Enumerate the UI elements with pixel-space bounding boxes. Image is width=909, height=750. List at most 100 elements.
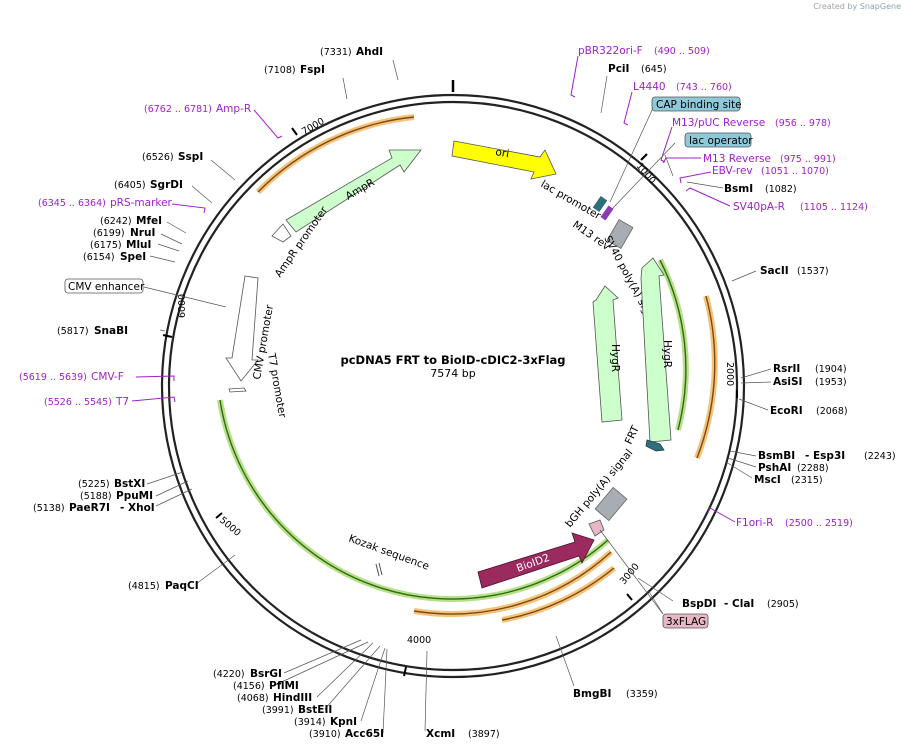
- site-bmgbi[interactable]: BmgBI: [573, 688, 611, 700]
- site-sgrdi[interactable]: SgrDI: [150, 179, 183, 191]
- lac-operator-box[interactable]: [684, 132, 752, 148]
- site-bstxi[interactable]: BstXI: [114, 478, 145, 490]
- site-sacii[interactable]: SacII: [760, 265, 789, 277]
- cmv-enhancer-label: CMV enhancer: [68, 281, 145, 293]
- site-acc65i[interactable]: Acc65I: [345, 728, 384, 740]
- site-msci[interactable]: MscI: [754, 474, 781, 486]
- site-snabi[interactable]: SnaBI: [94, 325, 128, 337]
- site-nrui-pos: (6199): [93, 228, 125, 239]
- primer-m13-reverse[interactable]: M13 Reverse: [703, 153, 771, 165]
- map-title: pcDNA5 FRT to BioID-cDIC2-3xFlag: [340, 353, 565, 367]
- hygr-label-1: HygR: [609, 344, 621, 372]
- primer-prs-marker-range: (6345 .. 6364): [38, 198, 106, 209]
- site-fspi[interactable]: FspI: [300, 64, 325, 76]
- site-pcii-pos: (645): [641, 64, 667, 75]
- primer-pbr322ori-f-range: (490 .. 509): [654, 46, 710, 57]
- site-fspi-pos: (7108): [264, 65, 296, 76]
- watermark-prefix: Created by: [813, 2, 858, 11]
- site-mlui-pos: (6175): [90, 240, 122, 251]
- t7-promoter-label: T7 promoter: [265, 351, 288, 419]
- primer-amp-r-range: (6762 .. 6781): [144, 104, 212, 115]
- watermark-brand: SnapGene: [859, 2, 901, 11]
- site-mfei[interactable]: MfeI: [136, 215, 162, 227]
- site-hindiii[interactable]: HindIII: [273, 692, 312, 704]
- site-asisi[interactable]: AsiSI: [773, 376, 802, 388]
- primer-amp-r[interactable]: Amp-R: [216, 103, 251, 115]
- primer-sv40pa-r[interactable]: SV40pA-R: [733, 201, 785, 213]
- site-clai[interactable]: - ClaI: [724, 598, 754, 610]
- site-msci-pos: (2315): [791, 475, 823, 486]
- primer-l4440-range: (743 .. 760): [676, 82, 732, 93]
- site-esp3i[interactable]: - Esp3I: [805, 450, 845, 462]
- site-ppumi[interactable]: PpuMI: [116, 490, 153, 502]
- restriction-sites: (7331) AhdI (7108) FspI PciI (645) (6526…: [33, 46, 896, 740]
- site-spei-pos: (6154): [83, 252, 115, 263]
- cmv-promoter-feature: [225, 275, 259, 382]
- m13-rev-feature: [600, 205, 614, 221]
- site-ecori[interactable]: EcoRI: [770, 405, 803, 417]
- hygr-label-2: HygR: [661, 340, 673, 368]
- primer-pbr322ori-f[interactable]: pBR322ori-F: [578, 45, 643, 57]
- flag-box[interactable]: [662, 613, 709, 629]
- site-sspi[interactable]: SspI: [178, 151, 203, 163]
- hygr-feature-2: [640, 257, 672, 443]
- flag-label: 3xFLAG: [666, 616, 706, 628]
- frt-label: FRT: [623, 423, 642, 446]
- site-bstxi-pos: (5225): [78, 479, 110, 490]
- site-bsrgi[interactable]: BsrGI: [250, 668, 282, 680]
- site-mlui[interactable]: MluI: [126, 239, 151, 251]
- primer-sv40pa-r-range: (1105 .. 1124): [800, 202, 868, 213]
- t7-promoter-feature: [228, 387, 247, 393]
- site-bmgbi-pos: (3359): [626, 689, 658, 700]
- primer-m13-puc-reverse[interactable]: M13/pUC Reverse: [672, 117, 765, 129]
- primer-m13-reverse-range: (975 .. 991): [780, 154, 836, 165]
- primer-f1ori-r[interactable]: F1ori-R: [736, 517, 773, 529]
- site-nrui[interactable]: NruI: [130, 227, 155, 239]
- site-spei[interactable]: SpeI: [120, 251, 146, 263]
- site-xhoi[interactable]: - XhoI: [120, 502, 155, 514]
- primer-leaders: [131, 55, 736, 523]
- ruler-tick-2000: 2000: [724, 362, 735, 386]
- site-sacii-pos: (1537): [797, 266, 829, 277]
- primer-m13-puc-reverse-range: (956 .. 978): [775, 118, 831, 129]
- primer-l4440[interactable]: L4440: [633, 81, 666, 93]
- cds-arc-bioid: [217, 399, 610, 602]
- site-rsrii[interactable]: RsrII: [773, 363, 800, 375]
- lac-promoter-label: lac promoter: [539, 178, 604, 222]
- frt-feature: [645, 439, 665, 452]
- primer-cmv-f-range: (5619 .. 5639): [19, 372, 87, 383]
- site-sgrdi-pos: (6405): [114, 180, 146, 191]
- cap-binding-site-box[interactable]: [651, 96, 741, 112]
- boxed-leaders: [143, 107, 676, 615]
- site-bspdi[interactable]: BspDI: [682, 598, 716, 610]
- cmv-enhancer-box[interactable]: [64, 278, 144, 294]
- backbone-outer: [160, 93, 746, 679]
- site-pcii[interactable]: PciI: [608, 63, 629, 75]
- site-bsmi-pos: (1082): [765, 184, 797, 195]
- primer-cmv-f[interactable]: CMV-F: [91, 371, 124, 383]
- site-pshai[interactable]: PshAI: [758, 462, 791, 474]
- site-paer7i[interactable]: PaeR7I: [69, 502, 110, 514]
- site-xcmi[interactable]: XcmI: [426, 728, 455, 740]
- sv40-polya-feature: [606, 219, 634, 249]
- site-kpni[interactable]: KpnI: [330, 716, 357, 728]
- site-acc65i-pos: (3910): [309, 729, 341, 740]
- lac-operator-feature: [592, 195, 608, 213]
- site-bsmi[interactable]: BsmI: [724, 183, 753, 195]
- site-leaders: [146, 59, 772, 734]
- primer-t7[interactable]: T7: [115, 396, 129, 408]
- ruler-tick-3000: 3000: [618, 561, 642, 587]
- site-bspdi-pos: (2905): [767, 599, 799, 610]
- site-pflmi[interactable]: PflMI: [269, 680, 299, 692]
- site-bsteii[interactable]: BstEII: [298, 704, 332, 716]
- site-hindiii-pos: (4068): [237, 693, 269, 704]
- site-ahdi[interactable]: AhdI: [356, 46, 383, 58]
- primer-labels: pBR322ori-F (490 .. 509) L4440 (743 .. 7…: [19, 45, 868, 529]
- site-paqci[interactable]: PaqCI: [165, 580, 199, 592]
- site-snabi-pos: (5817): [57, 326, 89, 337]
- primer-t7-range: (5526 .. 5545): [44, 397, 112, 408]
- primer-prs-marker[interactable]: pRS-marker: [110, 197, 173, 209]
- primer-ebv-rev[interactable]: EBV-rev: [712, 165, 753, 177]
- site-bsteii-pos: (3991): [262, 705, 294, 716]
- site-bsmbi[interactable]: BsmBI: [758, 450, 795, 462]
